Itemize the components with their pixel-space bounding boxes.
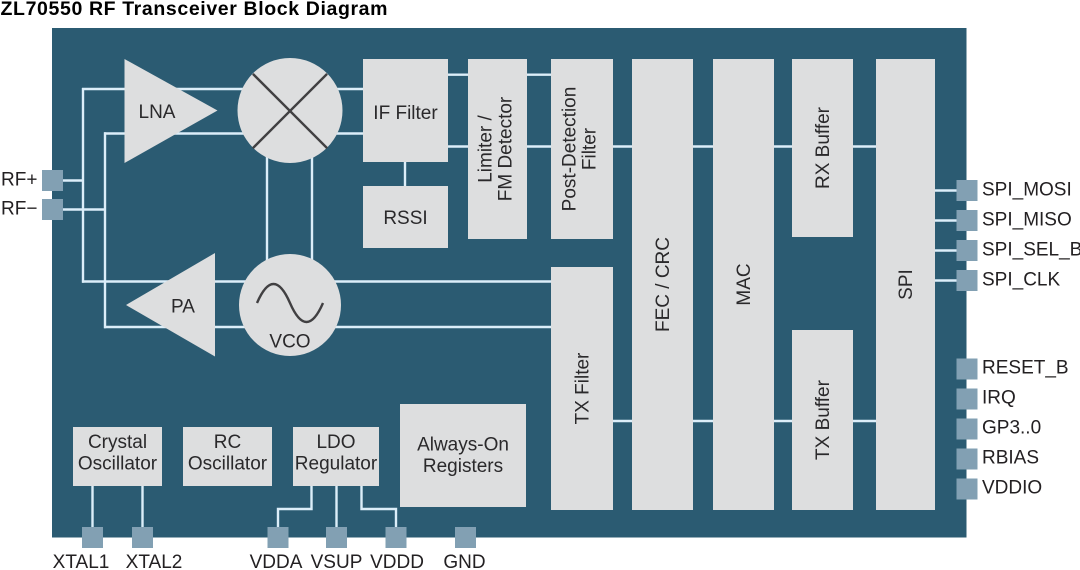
svg-text:MAC: MAC: [734, 263, 755, 305]
svg-text:IF Filter: IF Filter: [373, 103, 438, 124]
svg-text:RF+: RF+: [1, 169, 37, 190]
svg-text:LNA: LNA: [139, 102, 176, 123]
svg-text:Regulator: Regulator: [295, 454, 378, 475]
svg-text:GP3..0: GP3..0: [982, 418, 1041, 439]
svg-text:Registers: Registers: [423, 456, 503, 477]
svg-text:Always-On: Always-On: [417, 435, 509, 456]
svg-text:TX Buffer: TX Buffer: [813, 379, 834, 460]
svg-text:Oscillator: Oscillator: [188, 454, 268, 475]
svg-text:RX Buffer: RX Buffer: [813, 106, 834, 189]
svg-text:IRQ: IRQ: [982, 388, 1016, 409]
svg-text:VCO: VCO: [269, 331, 310, 352]
svg-text:RSSI: RSSI: [383, 208, 427, 229]
svg-text:FEC / CRC: FEC / CRC: [653, 237, 674, 332]
svg-text:SPI: SPI: [896, 269, 917, 300]
svg-text:RC: RC: [214, 432, 241, 453]
svg-text:XTAL2: XTAL2: [126, 552, 183, 570]
svg-text:Limiter /: Limiter /: [476, 115, 497, 183]
svg-text:FM Detector: FM Detector: [496, 96, 517, 201]
svg-text:RESET_B: RESET_B: [982, 358, 1069, 379]
svg-text:GND: GND: [443, 552, 485, 570]
svg-text:Post-Detection: Post-Detection: [560, 87, 581, 212]
svg-text:XTAL1: XTAL1: [53, 552, 110, 570]
svg-text:SPI_SEL_B: SPI_SEL_B: [982, 240, 1080, 261]
svg-text:SPI_MISO: SPI_MISO: [982, 210, 1072, 231]
svg-text:RF−: RF−: [1, 198, 37, 219]
svg-text:VDDD: VDDD: [370, 552, 424, 570]
svg-text:RBIAS: RBIAS: [982, 448, 1039, 469]
svg-text:LDO: LDO: [316, 432, 355, 453]
svg-text:VSUP: VSUP: [311, 552, 363, 570]
svg-text:VDDA: VDDA: [250, 552, 303, 570]
svg-text:TX Filter: TX Filter: [573, 352, 594, 424]
svg-text:SPI_CLK: SPI_CLK: [982, 270, 1060, 291]
svg-text:Crystal: Crystal: [88, 432, 147, 453]
svg-text:VDDIO: VDDIO: [982, 478, 1042, 499]
svg-text:PA: PA: [171, 296, 195, 317]
svg-text:Oscillator: Oscillator: [78, 454, 158, 475]
svg-text:ZL70550 RF Transceiver Block D: ZL70550 RF Transceiver Block Diagram: [1, 0, 388, 20]
svg-text:SPI_MOSI: SPI_MOSI: [982, 180, 1072, 201]
svg-text:Filter: Filter: [580, 127, 601, 170]
